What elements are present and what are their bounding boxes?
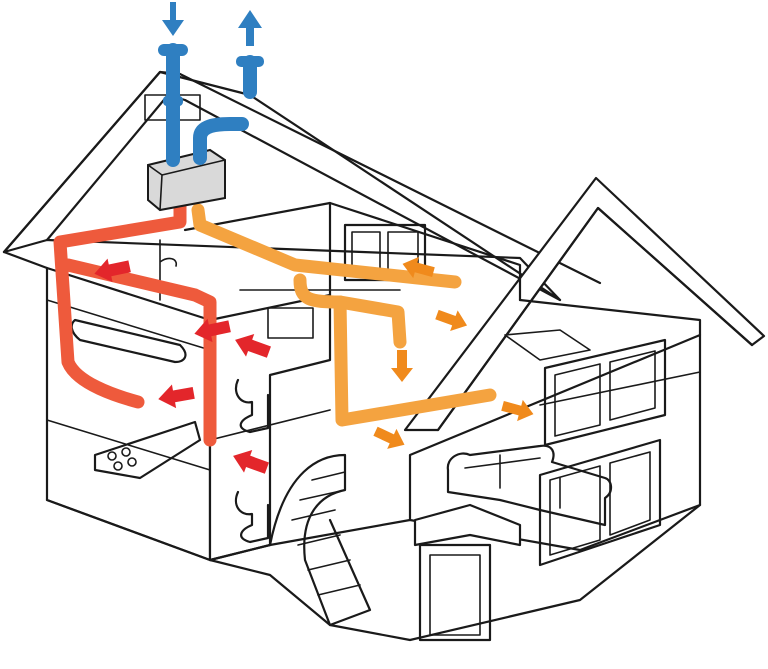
airflow-arrows (94, 2, 534, 474)
right-upper-window (543, 338, 667, 447)
extract-duct-main (53, 191, 187, 409)
right-roof-inner (436, 206, 754, 432)
heat-recovery-unit (147, 148, 226, 212)
stove-burner-4 (127, 457, 137, 467)
arrow-left-icon (233, 450, 269, 474)
arrow-right-icon (435, 309, 468, 332)
stair-step-2 (291, 509, 336, 521)
kitchen-counter (93, 420, 202, 480)
intake-collar (163, 96, 183, 106)
ground-floor-edge-2 (208, 503, 702, 642)
arrow-down-icon (162, 2, 184, 36)
right-lower-window-inner-2 (609, 451, 651, 536)
stair-step-1 (299, 489, 346, 501)
stove-burner-2 (121, 447, 131, 457)
arrow-right-icon (402, 256, 435, 279)
stair-step-4 (307, 559, 351, 571)
ground-floor-edge (45, 498, 412, 562)
hru-box-edge-2 (159, 174, 163, 211)
left-wall-ceiling-line (46, 299, 211, 351)
right-lower-window (538, 438, 662, 567)
supply-air-ducts (191, 203, 497, 427)
extract-air-ducts (53, 191, 217, 447)
arrow-left-icon (235, 334, 271, 358)
toilet-lower (234, 490, 270, 544)
arrow-down-icon (391, 350, 413, 382)
arrow-right-icon (501, 399, 534, 422)
furniture (70, 239, 613, 544)
arrow-left-icon (194, 318, 231, 343)
porch-door-inner (429, 554, 481, 636)
porch-roof (413, 503, 522, 547)
right-upper-wall (518, 298, 702, 337)
sofa (446, 444, 613, 527)
central-wall (208, 293, 332, 562)
right-floor-line (539, 371, 701, 406)
toilet-upper (234, 378, 270, 434)
central-floor-divider (209, 409, 331, 441)
stair-step-3 (297, 534, 341, 546)
intake-cap (158, 44, 188, 56)
arrow-left-icon (94, 258, 131, 283)
exhaust-cap (236, 56, 264, 67)
arrow-right-icon (373, 426, 405, 449)
wc-window (267, 307, 314, 339)
stove-burner-1 (107, 451, 117, 461)
arrow-up-icon (238, 10, 262, 46)
skylight (504, 329, 591, 361)
stove-burner-3 (113, 461, 123, 471)
stair-step-6 (311, 471, 346, 481)
left-front-wall (45, 266, 212, 562)
staircase (268, 453, 372, 627)
supply-duct-main (191, 203, 462, 289)
ventilation-system (53, 43, 497, 447)
sofa-cushions (464, 454, 561, 509)
arrow-left-icon (158, 384, 195, 409)
right-upper-window-inner-2 (609, 350, 656, 421)
attic-room-back-wall (328, 201, 522, 302)
stair-step-5 (317, 584, 361, 596)
fresh-air-ducts (158, 43, 264, 167)
porch (413, 503, 522, 642)
porch-door (418, 543, 492, 642)
right-upper-window-inner (554, 363, 601, 437)
extract-duct-branch (61, 258, 217, 447)
supply-duct-down (333, 295, 497, 427)
exhaust-air-duct (193, 117, 249, 165)
main-roof-eave (2, 250, 49, 270)
house-structure (2, 70, 766, 642)
